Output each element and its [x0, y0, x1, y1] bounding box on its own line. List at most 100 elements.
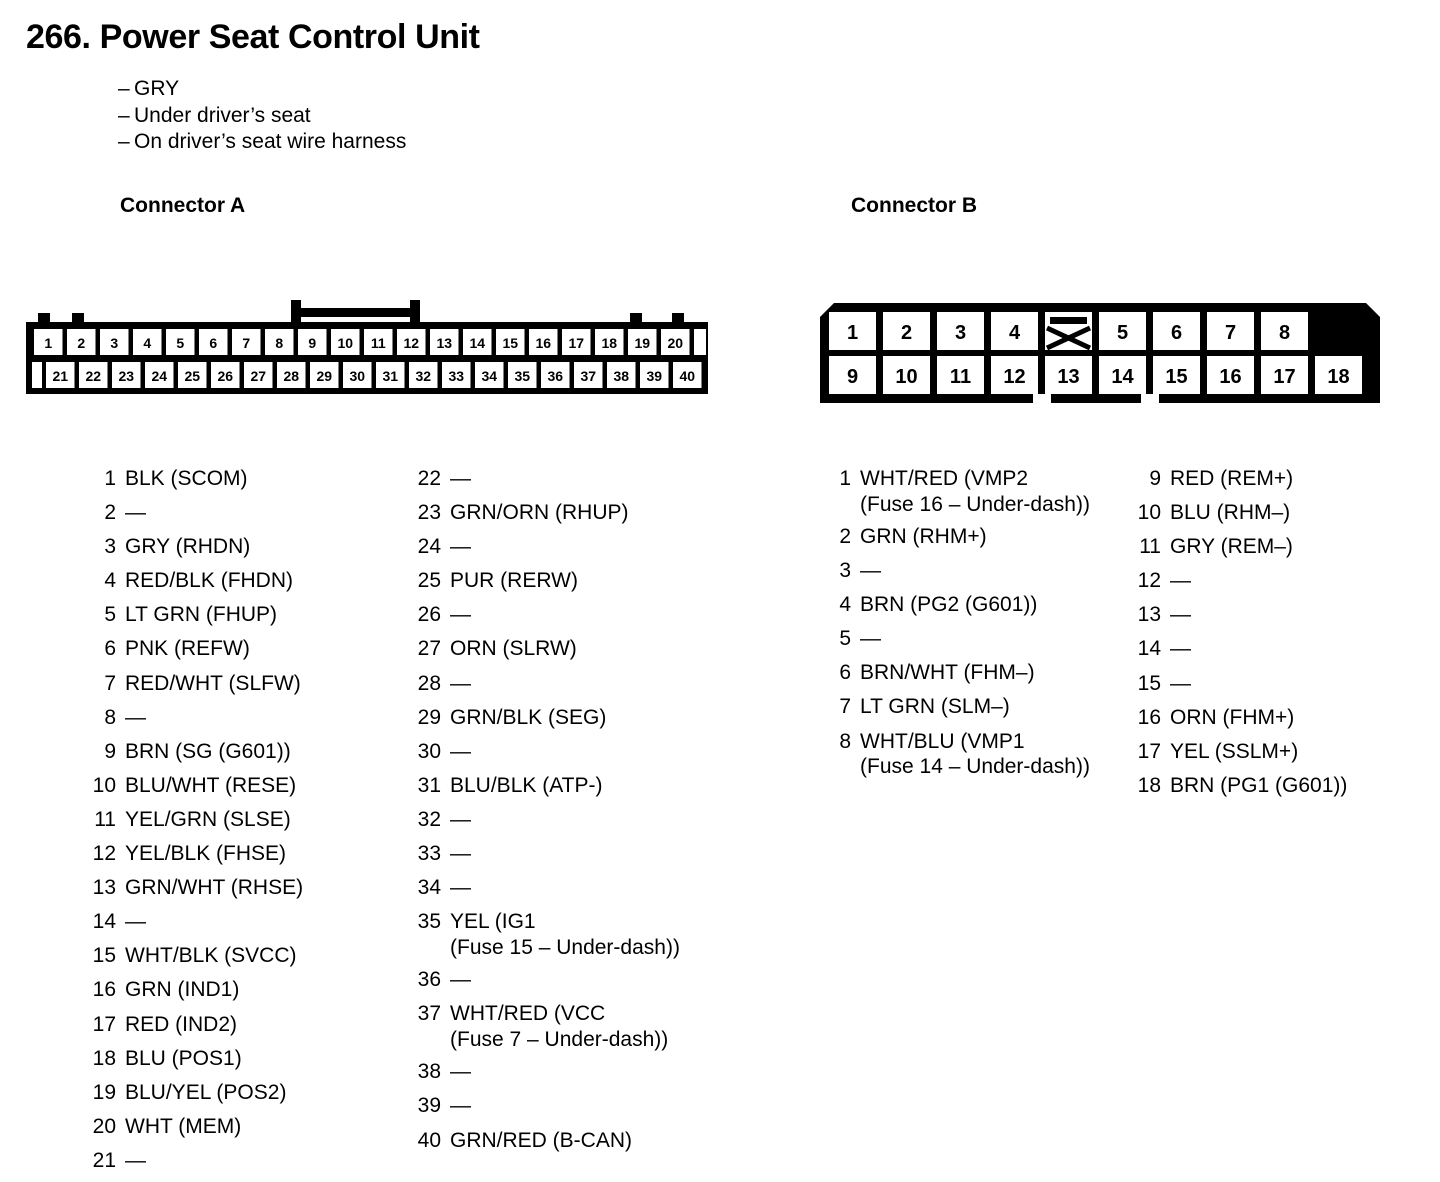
pin-row: 37 WHT/RED (VCC (Fuse 7 – Under-dash)) — [411, 1001, 680, 1052]
connector-a-pin-number: 12 — [403, 335, 419, 351]
bullet-dash-icon: – — [118, 77, 130, 100]
connector-a-cavity — [364, 329, 393, 355]
pin-row: 15— — [1131, 671, 1347, 697]
pin-number: 31 — [417, 773, 441, 797]
pin-number: 18 — [1137, 773, 1161, 797]
pin-number: 7 — [839, 695, 851, 719]
connector-a-heading: Connector A — [120, 194, 246, 217]
pin-number: 14 — [92, 910, 116, 934]
connector-a-cavity — [166, 329, 195, 355]
connector-a-cavity — [265, 329, 294, 355]
pin-description: BRN (PG1 (G601)) — [1170, 773, 1348, 797]
pin-number: 13 — [1137, 603, 1161, 627]
blocked-cavity-bar — [1050, 317, 1087, 324]
pin-number: 27 — [417, 637, 441, 661]
pin-number: 6 — [104, 637, 116, 661]
blocked-cavity-cross-line — [1045, 325, 1092, 351]
subtitle-text: GRY — [134, 77, 180, 100]
pin-description: BRN/WHT (FHM–) — [860, 661, 1035, 685]
pin-number: 37 — [417, 1002, 441, 1026]
pin-number: 2 — [839, 525, 851, 548]
connector-a-cavity — [463, 329, 492, 355]
connector-b-cavity — [1261, 312, 1308, 350]
connector-a-cavity — [178, 362, 207, 388]
connector-a-pin-number: 3 — [110, 335, 118, 351]
pin-description: BLU/BLK (ATP-) — [450, 773, 603, 797]
pin-description: YEL/BLK (FHSE) — [125, 842, 287, 866]
pin-number: 29 — [417, 705, 441, 729]
connector-b-pin-number: 17 — [1273, 366, 1295, 388]
connector-a-cavity — [376, 362, 405, 388]
pin-row: 34— — [411, 875, 680, 901]
connector-a-cavity — [133, 329, 162, 355]
pin-description: PUR (RERW) — [450, 569, 578, 593]
connector-a-cavity — [430, 329, 459, 355]
pin-number: 17 — [92, 1012, 116, 1036]
connector-a-pin-number: 18 — [601, 335, 617, 351]
pin-number: 39 — [417, 1094, 441, 1118]
pin-number: 36 — [417, 968, 441, 992]
pin-number: 4 — [839, 593, 851, 617]
connector-a-cavity — [310, 362, 339, 388]
pin-row: 10 BLU (RHM–) — [1131, 500, 1347, 526]
pin-description: YEL (IG1 (Fuse 15 – Under-dash)) — [450, 910, 680, 959]
connector-b-cavity — [1045, 356, 1092, 394]
pin-number: 10 — [1137, 501, 1161, 525]
pin-row: 26— — [411, 602, 680, 628]
pin-description: — — [450, 1094, 471, 1118]
connector-a-pin-number: 31 — [382, 368, 398, 384]
pin-description: GRN/RED (B-CAN) — [450, 1128, 632, 1152]
connector-a-pin-number: 13 — [436, 335, 452, 351]
page-title-text: Power Seat Control Unit — [99, 18, 480, 56]
subtitle-text: On driver’s seat wire harness — [134, 130, 407, 153]
pin-description: ORN (SLRW) — [450, 637, 577, 661]
connector-a-cavity — [475, 362, 504, 388]
connector-a-pin-number: 6 — [209, 335, 217, 351]
connector-a-cavity — [331, 329, 360, 355]
pin-number: 20 — [92, 1114, 116, 1138]
pin-row: 30— — [411, 739, 680, 765]
pin-description: RED/BLK (FHDN) — [125, 569, 294, 593]
pin-row: 8— — [86, 705, 303, 731]
connector-a-cavity — [100, 329, 129, 355]
connector-b-cavity — [1207, 312, 1254, 350]
pin-description: — — [125, 705, 146, 729]
connector-b-pin-number: 4 — [1009, 322, 1021, 344]
pin-description: LT GRN (SLM–) — [860, 695, 1010, 719]
pin-row: 21— — [86, 1148, 303, 1174]
connector-b-cells — [829, 312, 1362, 403]
pin-description: — — [450, 1060, 471, 1084]
pin-description: — — [450, 603, 471, 627]
pin-description: GRY (REM–) — [1170, 535, 1293, 559]
connector-b-keying-notch — [1033, 394, 1051, 403]
connector-a-pin-number: 23 — [118, 368, 134, 384]
pin-description: GRN/WHT (RHSE) — [125, 876, 304, 900]
pin-number: 28 — [417, 671, 441, 695]
connector-b-cavity — [1099, 356, 1146, 394]
pin-description: BLU (RHM–) — [1170, 501, 1291, 525]
connector-b-pin-number: 3 — [955, 322, 966, 344]
connector-a-cavity — [112, 362, 141, 388]
subtitle-item: –On driver’s seat wire harness — [118, 129, 406, 156]
connector-b-cavity — [1207, 356, 1254, 394]
connector-b-cavity — [991, 356, 1038, 394]
connector-b-pin-number: 9 — [847, 366, 858, 388]
blocked-cavity-icon — [1045, 312, 1092, 351]
connector-a-pin-number: 1 — [44, 335, 52, 351]
pin-description: — — [450, 467, 471, 490]
pin-description: WHT/RED (VCC (Fuse 7 – Under-dash)) — [450, 1002, 669, 1051]
connector-b-pin-number: 14 — [1111, 366, 1134, 388]
